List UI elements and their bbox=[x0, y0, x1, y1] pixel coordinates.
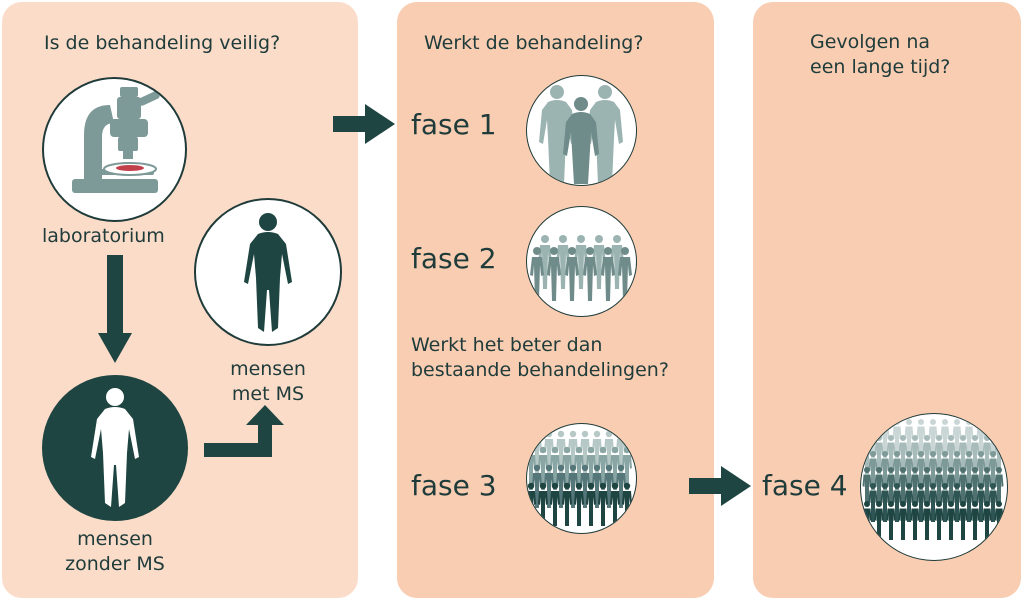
lab-label: laboratorium bbox=[42, 225, 165, 247]
crowd-icon bbox=[862, 419, 1004, 540]
microscope-icon bbox=[72, 87, 160, 193]
with-ms-label-1: mensen bbox=[230, 358, 306, 380]
arrow-up-right-icon bbox=[204, 405, 284, 457]
phase1-circle bbox=[526, 75, 637, 186]
phase4-circle bbox=[860, 413, 1008, 561]
comparison-question-2: bestaande behandelingen? bbox=[411, 359, 669, 381]
crowd-icon bbox=[530, 235, 632, 301]
arrow-right-icon bbox=[689, 466, 751, 506]
safety-question: Is de behandeling veilig? bbox=[44, 32, 281, 54]
lab-circle bbox=[42, 77, 187, 222]
phase3-label: fase 3 bbox=[411, 469, 497, 502]
efficacy-question: Werkt de behandeling? bbox=[424, 32, 644, 54]
arrow-right-icon bbox=[333, 104, 395, 144]
without-ms-label-2: zonder MS bbox=[65, 553, 165, 575]
comparison-question-1: Werkt het beter dan bbox=[411, 334, 603, 356]
person-icon bbox=[244, 213, 292, 332]
crowd-icon bbox=[539, 85, 623, 184]
phase2-label: fase 2 bbox=[411, 242, 497, 275]
with-ms-label-2: met MS bbox=[231, 383, 305, 405]
longterm-question-1: Gevolgen na bbox=[810, 31, 931, 53]
arrow-down-icon bbox=[98, 255, 132, 363]
with-ms-circle bbox=[194, 198, 342, 346]
phase1-label: fase 1 bbox=[411, 108, 497, 141]
phase4-label: fase 4 bbox=[762, 469, 848, 502]
longterm-question-2: een lange tijd? bbox=[810, 56, 951, 78]
crowd-icon bbox=[527, 430, 632, 526]
phase2-circle bbox=[526, 206, 637, 317]
without-ms-circle bbox=[42, 375, 188, 521]
without-ms-label-1: mensen bbox=[77, 528, 153, 550]
phase3-circle bbox=[526, 423, 637, 534]
person-icon bbox=[91, 388, 139, 507]
